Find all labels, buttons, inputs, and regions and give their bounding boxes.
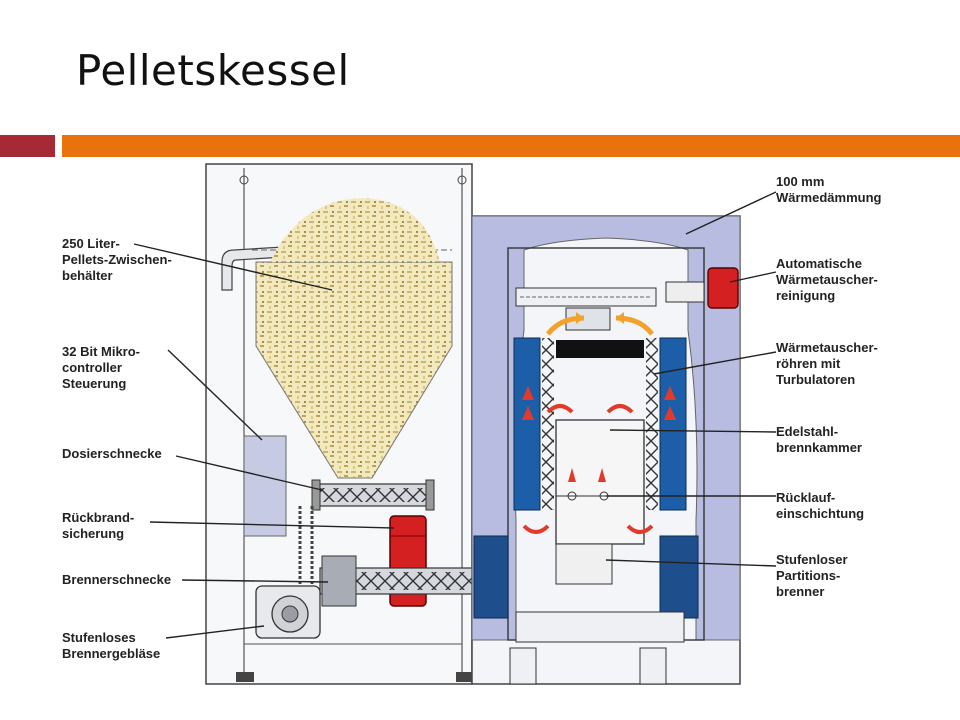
label-controller: 32 Bit Mikro- controller Steuerung xyxy=(62,344,141,391)
controller-box xyxy=(243,435,287,537)
label-hx-cleaning: Automatische Wärmetauscher- reinigung xyxy=(776,256,878,303)
label-dosing-screw: Dosierschnecke xyxy=(62,446,162,461)
label-hx-tubes: Wärmetauscher- röhren mit Turbulatoren xyxy=(776,340,878,387)
title-accent-bar xyxy=(62,135,960,157)
label-burnback: Rückbrand- sicherung xyxy=(62,510,135,541)
label-blower: Stufenloses Brennergebläse xyxy=(62,630,161,661)
burner-blower xyxy=(255,585,321,639)
label-hopper: 250 Liter- Pellets-Zwischen- behälter xyxy=(62,236,172,283)
label-return-layer: Rücklauf- einschichtung xyxy=(776,490,865,521)
hx-cleaning-mechanism xyxy=(515,267,739,331)
partition-burner xyxy=(473,535,699,685)
pellet-hopper xyxy=(255,198,453,479)
leader-lines xyxy=(133,191,777,639)
dosing-screw xyxy=(311,479,435,511)
label-burner: Stufenloser Partitions- brenner xyxy=(776,552,848,599)
slide-title: Pelletskessel xyxy=(76,46,350,95)
label-chamber: Edelstahl- brennkammer xyxy=(776,424,862,455)
title-accent-bar-dark xyxy=(0,135,55,157)
label-burner-screw: Brennerschnecke xyxy=(62,572,172,587)
heat-exchanger-tubes xyxy=(513,337,687,511)
label-insulation: 100 mm Wärmedämmung xyxy=(776,174,882,205)
